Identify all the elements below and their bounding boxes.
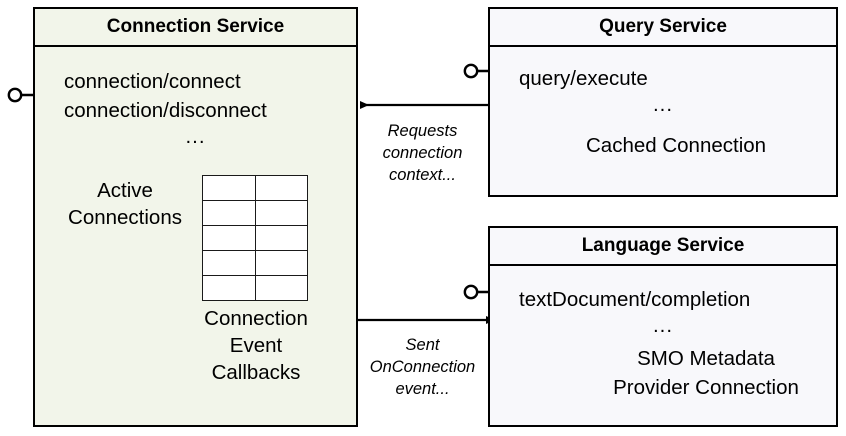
table-cell (202, 200, 256, 226)
table-cell (254, 200, 308, 226)
connection-event-callbacks-label: Connection Event Callbacks (204, 307, 308, 384)
table-cell (202, 275, 256, 301)
table-cell (254, 175, 308, 201)
table-cell (254, 250, 308, 276)
connection-service-title: Connection Service (35, 9, 356, 47)
query-service-operations: query/execute (519, 67, 648, 90)
edge-label-requests-connection-context: Requests connection context... (382, 122, 463, 184)
table-cell (254, 225, 308, 251)
table-row (202, 225, 308, 251)
language-service-operations-ellipsis: ... (652, 314, 674, 337)
connection-service-operations: connection/connect connection/disconnect (64, 70, 267, 122)
table-row (202, 200, 308, 226)
smo-metadata-provider-connection-label: SMO Metadata Provider Connection (613, 347, 799, 399)
table-cell (202, 225, 256, 251)
cached-connection-label: Cached Connection (586, 134, 767, 157)
table-cell (254, 275, 308, 301)
language-service-title: Language Service (490, 228, 836, 266)
language-service-component[interactable]: Language Service textDocument/completion… (488, 226, 838, 427)
language-service-operations: textDocument/completion (519, 288, 751, 311)
table-cell (202, 175, 256, 201)
table-row (202, 250, 308, 276)
connection-service-component[interactable]: Connection Service connection/connect co… (33, 7, 358, 427)
table-row (202, 275, 308, 301)
query-service-component[interactable]: Query Service query/execute ... Cached C… (488, 7, 838, 197)
active-connections-label: Active Connections (68, 179, 182, 229)
query-service-title: Query Service (490, 9, 836, 47)
table-grid-icon (202, 175, 308, 301)
connection-event-callbacks-table (202, 175, 308, 301)
edge-label-sent-onconnection-event: Sent OnConnection event... (369, 336, 476, 398)
query-service-operations-ellipsis: ... (652, 93, 674, 116)
table-row (202, 175, 308, 201)
connection-service-operations-ellipsis: ... (185, 125, 206, 148)
table-cell (202, 250, 256, 276)
